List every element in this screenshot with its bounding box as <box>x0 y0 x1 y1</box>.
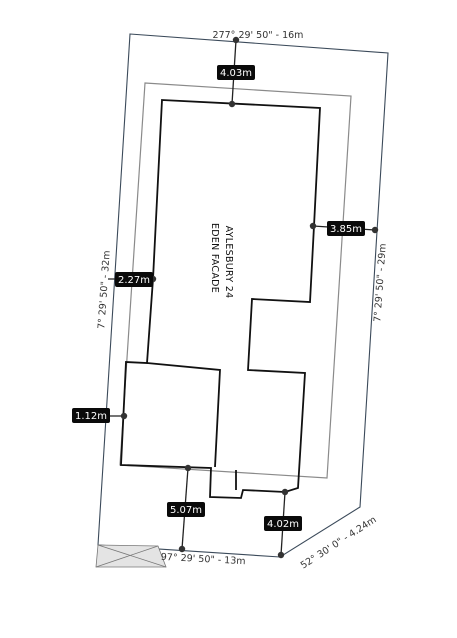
boundary-label-top: 277° 29' 50" - 16m <box>213 30 304 41</box>
setback-value-bottom-left: 5.07m <box>170 505 202 516</box>
garage-inner-wall <box>146 362 221 468</box>
boundary-label-corner: 52° 30' 0" - 4.24m <box>299 514 379 571</box>
boundary-label-bottom: 97° 29' 50" - 13m <box>160 552 245 567</box>
corner-marker-icon <box>95 544 167 568</box>
setback-tag-left-upper: 2.27m <box>115 272 153 287</box>
setback-tag-right: 3.85m <box>327 221 365 236</box>
setback-value-left-upper: 2.27m <box>118 275 150 286</box>
setback-value-left-lower: 1.12m <box>75 411 107 422</box>
setback-tag-left-lower: 1.12m <box>72 408 110 423</box>
setback-tag-bottom-right: 4.02m <box>264 516 302 531</box>
setback-value-top: 4.03m <box>220 68 252 79</box>
setback-tag-bottom-left: 5.07m <box>167 502 205 517</box>
house-name-label: AYLESBURY 24 <box>223 226 234 299</box>
setback-value-bottom-right: 4.02m <box>267 519 299 530</box>
boundary-label-left: 7° 29' 50" - 32m <box>96 250 112 329</box>
dimension-lines <box>104 39 376 556</box>
setback-envelope <box>119 82 352 479</box>
boundary-label-right: 7° 29' 50" - 29m <box>372 243 388 322</box>
house-facade-label: EDEN FACADE <box>209 223 220 293</box>
setback-value-right: 3.85m <box>330 224 362 235</box>
house-footprint <box>120 99 321 499</box>
setback-tag-top: 4.03m <box>217 65 255 80</box>
lot-boundary <box>97 33 389 558</box>
dimension-dots <box>120 36 379 559</box>
